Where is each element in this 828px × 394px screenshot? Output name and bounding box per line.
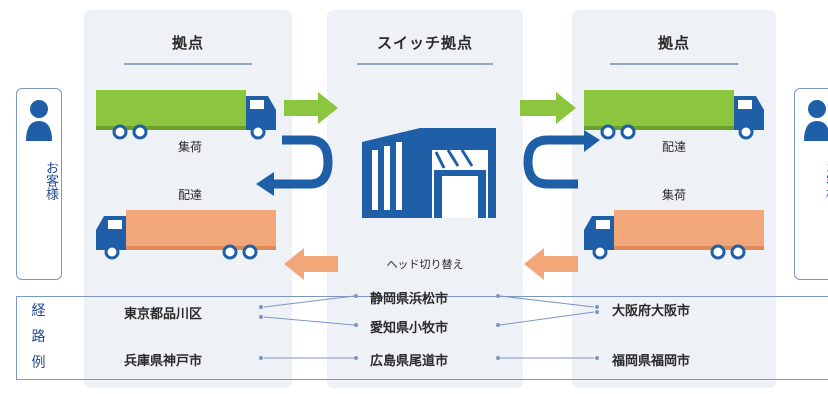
switch-hub-title: スイッチ拠点 (376, 34, 473, 52)
right-hub-rule (610, 63, 738, 65)
switch-caption: ヘッド切り替え (386, 258, 464, 271)
route-center-city: 広島県尾道市 (370, 354, 449, 369)
route-dot (354, 356, 358, 360)
route-dot (595, 305, 599, 309)
route-dot (595, 356, 599, 360)
truck-orange-right (584, 210, 764, 260)
orange-arrow-right-icon (524, 248, 578, 280)
left-hub-rule (124, 63, 252, 65)
green-arrow-right-icon (520, 92, 576, 124)
route-right-city: 福岡県福岡市 (612, 354, 691, 369)
route-left-city: 東京都品川区 (124, 307, 203, 322)
route-center-city: 静岡県浜松市 (370, 292, 449, 307)
right-hub-panel: 拠点 (572, 10, 776, 388)
route-dot (259, 315, 263, 319)
truck-green-right (584, 90, 764, 140)
u-turn-right-icon (523, 135, 588, 189)
left-hub-title: 拠点 (171, 34, 204, 52)
right-delivery-label: 配達 (661, 140, 686, 154)
customer-label-right: お客様 (823, 161, 828, 200)
route-example-tag: 経路例 (16, 296, 60, 380)
person-icon (26, 100, 52, 141)
u-turn-left-icon (272, 135, 333, 189)
route-dot (354, 323, 358, 327)
customer-label-left: お客様 (43, 161, 58, 200)
customer-box-right: お客様 (794, 88, 828, 280)
route-dot (496, 356, 500, 360)
route-dot (496, 323, 500, 327)
green-arrow-left-icon (284, 92, 338, 124)
route-dot (259, 356, 263, 360)
route-example-box (16, 296, 828, 380)
route-dot (595, 310, 599, 314)
route-center-city: 愛知県小牧市 (370, 321, 449, 336)
left-hub-panel: 拠点 (84, 10, 292, 388)
customer-box-left: お客様 (16, 88, 62, 280)
orange-arrow-left-icon (284, 248, 338, 280)
route-connectors (263, 295, 595, 359)
route-left-city: 兵庫県神戸市 (124, 354, 203, 369)
right-hub-title: 拠点 (657, 34, 690, 52)
u-turn-right-head-icon (584, 130, 600, 152)
truck-green-left (96, 90, 276, 140)
left-pickup-label: 集荷 (177, 140, 202, 154)
warehouse-icon (362, 128, 496, 218)
person-icon (804, 100, 828, 141)
route-right-city: 大阪府大阪市 (612, 304, 691, 319)
left-delivery-label: 配達 (177, 188, 202, 202)
right-pickup-label: 集荷 (661, 188, 686, 202)
route-example-label: 経路例 (31, 303, 46, 371)
switch-hub-rule (357, 63, 493, 65)
truck-orange-left (96, 210, 276, 260)
u-turn-left-head-icon (256, 172, 274, 196)
route-dot (259, 305, 263, 309)
